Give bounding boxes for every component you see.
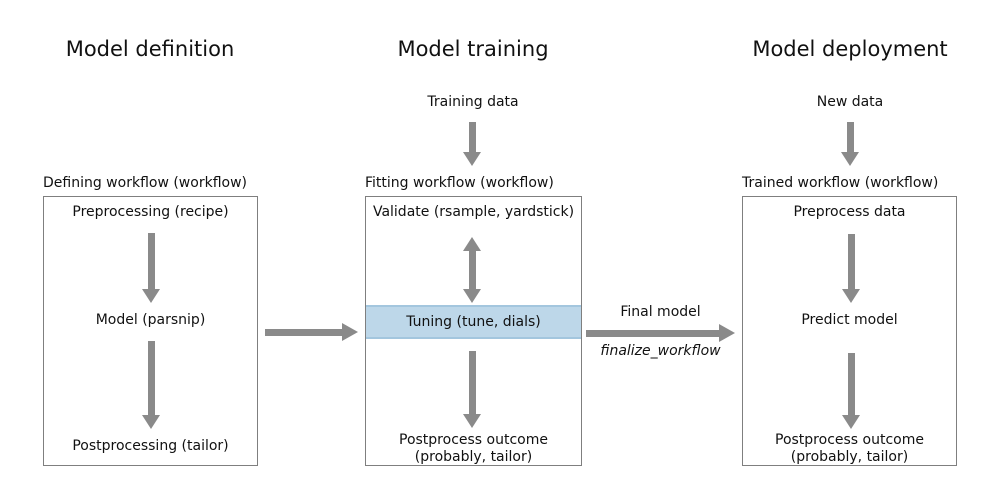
finalize-workflow-label: finalize_workflow [600, 343, 721, 359]
arrow-shaft [147, 341, 155, 415]
defining-workflow-box: Preprocessing (recipe) Model (parsnip) P… [43, 196, 258, 466]
arrow-down-icon [842, 234, 860, 303]
arrow-shaft [265, 328, 342, 336]
arrow-head [342, 323, 358, 341]
arrow-shaft [846, 122, 854, 152]
arrow-down-icon [842, 353, 860, 429]
final-model-label: Final model [620, 304, 701, 320]
trained-workflow-label: Trained workflow (workflow) [742, 175, 939, 191]
tuning-highlight-band: Tuning (tune, dials) [366, 305, 581, 339]
arrow-updown-icon [463, 237, 481, 303]
step-validate: Validate (rsample, yardstick) [372, 204, 575, 220]
arrow-shaft [468, 351, 476, 414]
arrow-shaft [147, 233, 155, 289]
step-model: Model (parsnip) [95, 312, 206, 328]
arrow-right-icon [265, 323, 358, 341]
fitting-workflow-label: Fitting workflow (workflow) [365, 175, 554, 191]
arrow-head [463, 152, 481, 166]
trained-workflow-box: Preprocess data Predict model Postproces… [742, 196, 957, 466]
step-postprocess-outcome: Postprocess outcome (probably, tailor) [775, 432, 924, 465]
arrow-head [142, 289, 160, 303]
section-title-model-training: Model training [397, 37, 549, 61]
step-preprocessing: Preprocessing (recipe) [72, 204, 229, 220]
arrow-right-icon [586, 324, 735, 342]
arrow-head [463, 414, 481, 428]
step-postprocess-outcome: Postprocess outcome (probably, tailor) [399, 432, 548, 465]
section-title-model-definition: Model definition [65, 37, 235, 61]
arrow-shaft [468, 122, 476, 152]
step-postprocessing: Postprocessing (tailor) [72, 438, 229, 454]
defining-workflow-label: Defining workflow (workflow) [43, 175, 247, 191]
step-predict-model: Predict model [801, 312, 898, 328]
arrow-down-icon [841, 122, 859, 166]
arrow-down-icon [463, 122, 481, 166]
arrow-down-icon [142, 233, 160, 303]
arrow-head [463, 237, 481, 251]
arrow-down-icon [142, 341, 160, 429]
arrow-shaft [847, 234, 855, 289]
arrow-head [719, 324, 735, 342]
arrow-head [463, 289, 481, 303]
step-tuning: Tuning (tune, dials) [406, 314, 541, 330]
arrow-head [841, 152, 859, 166]
training-data-label: Training data [427, 94, 519, 110]
arrow-shaft [586, 329, 719, 337]
section-title-model-deployment: Model deployment [752, 37, 948, 61]
fitting-workflow-box: Validate (rsample, yardstick) Tuning (tu… [365, 196, 582, 466]
arrow-shaft [847, 353, 855, 415]
arrow-head [842, 289, 860, 303]
new-data-label: New data [816, 94, 884, 110]
arrow-head [142, 415, 160, 429]
arrow-down-icon [463, 351, 481, 428]
step-preprocess-data: Preprocess data [793, 204, 906, 220]
arrow-shaft [468, 251, 476, 289]
arrow-head [842, 415, 860, 429]
